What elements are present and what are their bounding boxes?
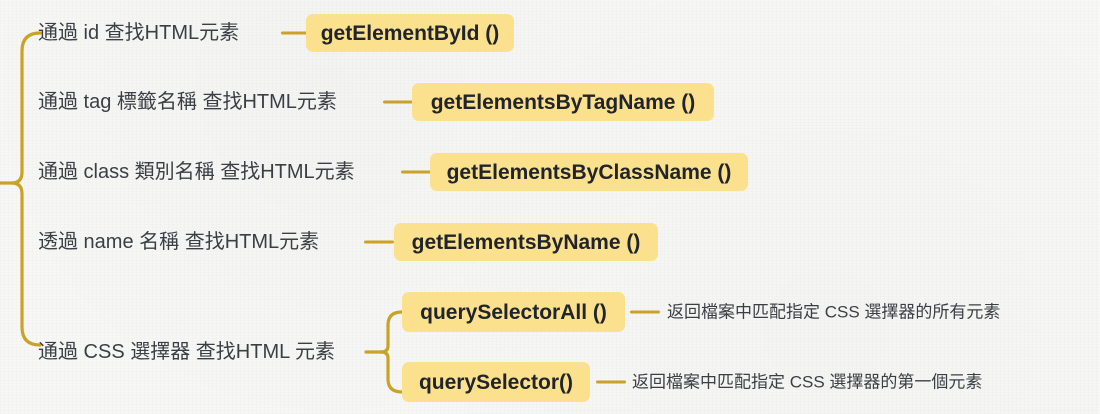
method-chip-getElementsByName[interactable]: getElementsByName () [394,223,658,261]
branch-label-id: 通過 id 查找HTML元素 [38,22,240,44]
method-chip-getElementsByTagName[interactable]: getElementsByTagName () [412,83,714,121]
connector-dash-querySelectorAll [630,310,660,314]
method-chip-querySelectorAll[interactable]: querySelectorAll () [402,292,625,332]
connector-dash-id [281,31,311,35]
connector-dash-class [401,170,431,174]
description-querySelector: 返回檔案中匹配指定 CSS 選擇器的第一個元素 [632,372,983,392]
method-chip-getElementsByClassName[interactable]: getElementsByClassName () [430,153,748,191]
description-querySelectorAll: 返回檔案中匹配指定 CSS 選擇器的所有元素 [667,302,1001,322]
branch-label-class: 通過 class 類別名稱 查找HTML元素 [38,161,355,183]
branch-label-name: 透過 name 名稱 查找HTML元素 [38,231,320,253]
connector-dash-tag [383,100,413,104]
branch-label-css: 通過 CSS 選擇器 查找HTML 元素 [38,341,336,363]
connector-dash-querySelector [596,380,626,384]
connector-dash-name [364,240,394,244]
method-chip-querySelector[interactable]: querySelector() [402,362,590,402]
main-bracket-path [10,31,42,347]
css-sub-bracket-path [379,310,404,394]
branch-label-tag: 通過 tag 標籤名稱 查找HTML元素 [38,91,337,113]
method-chip-getElementById[interactable]: getElementById () [306,14,514,52]
